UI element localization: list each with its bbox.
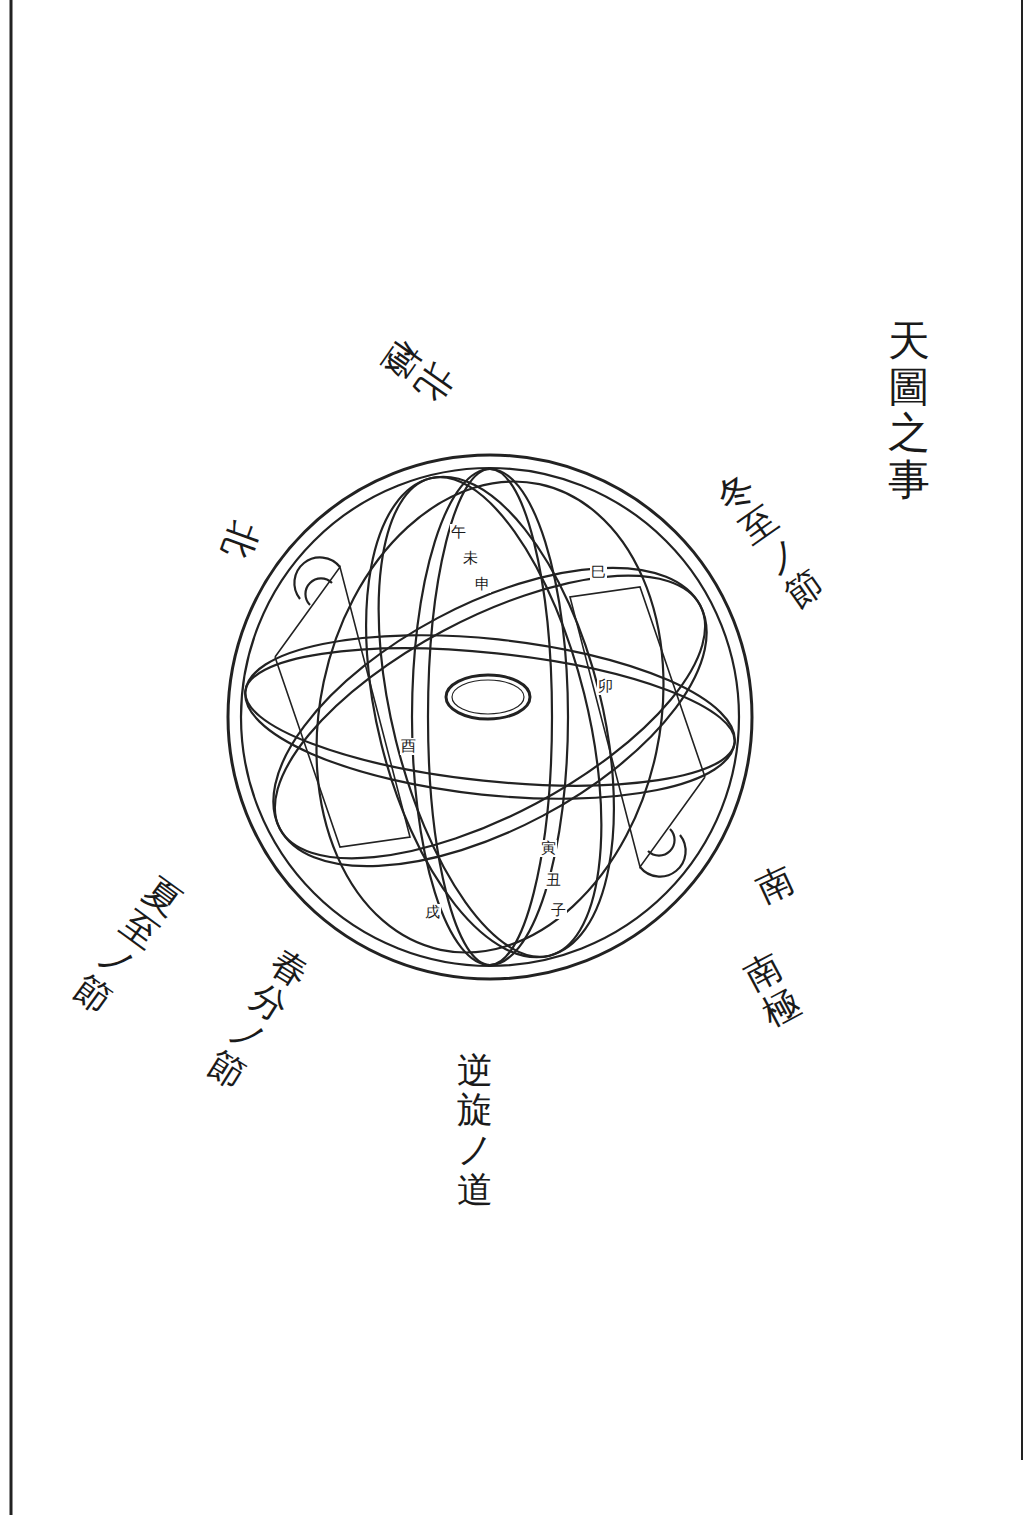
title: 天圖之事 [888,318,930,503]
band-frame [570,587,705,867]
direction-label: 夏至ノ節 [67,870,189,1019]
direction-label: 北極 [375,335,461,410]
direction-label: 冬至ノ節 [710,465,830,615]
page-edge [1021,0,1023,1460]
outer-ring [241,468,739,966]
direction-label: 南 [750,859,799,910]
band-mark: 申 [474,576,491,593]
band-mark: 卯 [597,678,614,695]
ecliptic-band [227,506,752,927]
outer-ring [228,455,752,979]
direction-label: 北 [215,516,265,563]
band-mark: 未 [462,550,479,567]
band-mark: 寅 [540,840,557,857]
band-mark: 酉 [400,738,417,755]
band-frame [275,567,410,847]
meridian-band [412,469,568,965]
band-mark: 巳 [590,564,607,581]
colure-band [274,449,706,985]
direction-label: 逆旋ノ道 [457,1051,493,1209]
horizon-band [237,614,743,821]
band-mark: 午 [450,524,467,541]
page-edge [10,0,13,1515]
north-pole-mark [294,557,340,605]
direction-label: 南極 [738,947,807,1034]
south-pole-mark [640,829,686,877]
band-mark: 子 [550,902,567,919]
band-mark: 戌 [424,904,441,921]
band-mark: 丑 [545,872,562,889]
direction-label: 春分ノ節 [201,941,315,1094]
earth [446,675,530,719]
